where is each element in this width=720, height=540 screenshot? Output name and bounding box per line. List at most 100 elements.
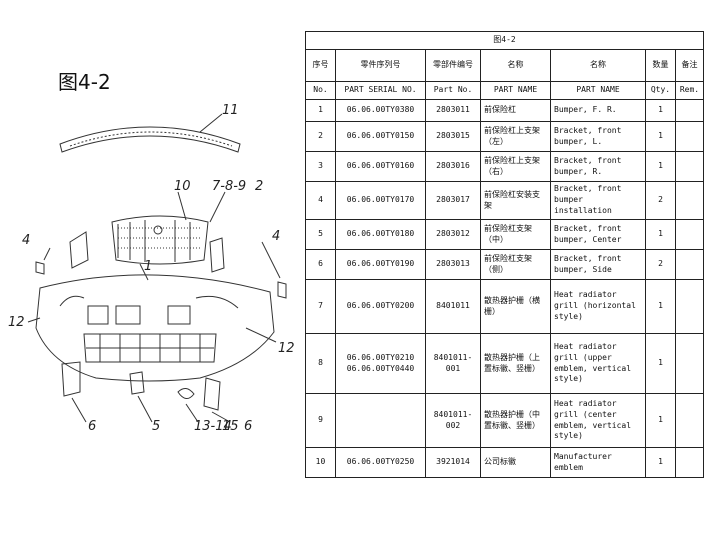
cell-qty: 1: [645, 151, 676, 182]
cell-partno: 2803011: [425, 99, 481, 122]
cell-partno: 8401011-002: [425, 393, 481, 448]
cell-serial: 06.06.00TY0210 06.06.00TY0440: [335, 333, 426, 394]
cell-partno: 2803012: [425, 219, 481, 250]
callout-7-8-9: 7-8-9: [212, 179, 246, 194]
cell-qty: 2: [645, 181, 676, 220]
cell-name-zh: 前保险杠安装支架: [480, 181, 551, 220]
callout-5: 5: [152, 419, 160, 434]
callout-4-right: 4: [272, 229, 280, 244]
table-caption: 图4-2: [305, 31, 704, 50]
callout-2: 2: [255, 179, 263, 194]
part-11-shape: [59, 126, 241, 153]
cell-name-en: Bracket, front bumper, Side: [550, 249, 646, 280]
part-10-grill-shape: [111, 215, 209, 265]
header-partno-zh: 零部件编号: [425, 49, 481, 82]
header-seq-zh: 序号: [305, 49, 336, 82]
cell-qty: 2: [645, 249, 676, 280]
header-row-en: No. PART SERIAL NO. Part No. PART NAME P…: [305, 81, 704, 100]
part-4-left-shape: [69, 231, 89, 269]
cell-name-en: Bracket, front bumper, L.: [550, 121, 646, 152]
cell-serial: 06.06.00TY0200: [335, 279, 426, 334]
cell-rem: [675, 447, 704, 478]
cell-rem: [675, 121, 704, 152]
callout-13-14: 13-14: [194, 419, 232, 434]
callout-6-right: 6: [244, 419, 252, 434]
cell-name-en: Heat radiator grill (horizontal style): [550, 279, 646, 334]
header-name-zh-en: PART NAME: [480, 81, 551, 100]
part-5-shape: [129, 371, 145, 395]
cell-no: 1: [305, 99, 336, 122]
callout-4-left: 4: [22, 233, 30, 248]
cell-name-en: Manufacturer emblem: [550, 447, 646, 478]
figure-label: 图4-2: [58, 70, 111, 94]
cell-rem: [675, 99, 704, 122]
header-name-en-en: PART NAME: [550, 81, 646, 100]
callout-15: 15: [222, 419, 239, 434]
cell-qty: 1: [645, 333, 676, 394]
cell-no: 8: [305, 333, 336, 394]
cell-partno: 2803016: [425, 151, 481, 182]
callout-10: 10: [174, 179, 191, 194]
header-serial-zh: 零件序列号: [335, 49, 426, 82]
header-qty-zh: 数量: [645, 49, 676, 82]
cell-rem: [675, 279, 704, 334]
header-partno-en: Part No.: [425, 81, 481, 100]
callout-1: 1: [144, 259, 152, 274]
cell-qty: 1: [645, 121, 676, 152]
cell-serial: 06.06.00TY0160: [335, 151, 426, 182]
header-seq-en: No.: [305, 81, 336, 100]
cell-name-zh: 前保险杠: [480, 99, 551, 122]
exploded-view-svg: 11 10 7-8-9 2 4 4 1 12 12 6 5 13-14 15 6: [8, 103, 295, 434]
header-serial-en: PART SERIAL NO.: [335, 81, 426, 100]
cell-partno: 8401011-001: [425, 333, 481, 394]
cell-name-en: Heat radiator grill (center emblem, vert…: [550, 393, 646, 448]
cell-no: 4: [305, 181, 336, 220]
cell-name-en: Bracket, front bumper, Center: [550, 219, 646, 250]
cell-no: 9: [305, 393, 336, 448]
parts-table: 图4-2 序号 零件序列号 零部件编号 名称 名称 数量 备注 No. PART…: [305, 31, 704, 478]
cell-name-zh: 前保险杠上支架（右）: [480, 151, 551, 182]
cell-no: 2: [305, 121, 336, 152]
header-name-zh: 名称: [480, 49, 551, 82]
callout-11: 11: [222, 103, 239, 118]
cell-name-en: Bumper, F. R.: [550, 99, 646, 122]
cell-name-en: Bracket, front bumper installation: [550, 181, 646, 220]
cell-serial: 06.06.00TY0180: [335, 219, 426, 250]
header-rem-zh: 备注: [675, 49, 704, 82]
callout-6-left: 6: [88, 419, 96, 434]
part-6-left-shape: [61, 361, 81, 397]
part-13-14-shape: [177, 388, 195, 399]
cell-serial: 06.06.00TY0380: [335, 99, 426, 122]
cell-rem: [675, 249, 704, 280]
cell-name-zh: 前保险杠上支架（左）: [480, 121, 551, 152]
cell-rem: [675, 151, 704, 182]
cell-no: 10: [305, 447, 336, 478]
cell-rem: [675, 333, 704, 394]
header-qty-en: Qty.: [645, 81, 676, 100]
callout-12-right: 12: [278, 341, 295, 356]
cell-name-en: Heat radiator grill (upper emblem, verti…: [550, 333, 646, 394]
cell-serial: 06.06.00TY0190: [335, 249, 426, 280]
part-4-right-shape: [209, 237, 225, 273]
part-1-bumper-shape: [35, 274, 275, 382]
cell-name-zh: 散热器护栅（横栅）: [480, 279, 551, 334]
cell-serial: 06.06.00TY0250: [335, 447, 426, 478]
table-caption-row: 图4-2: [305, 31, 704, 50]
cell-partno: 3921014: [425, 447, 481, 478]
cell-qty: 1: [645, 279, 676, 334]
cell-qty: 1: [645, 393, 676, 448]
bumper-exploded-drawing: 11 10 7-8-9 2 4 4 1 12 12 6 5 13-14 15 6: [0, 92, 300, 452]
cell-partno: 2803015: [425, 121, 481, 152]
cell-rem: [675, 393, 704, 448]
cell-name-zh: 散热器护栅（中置标徽、竖栅）: [480, 393, 551, 448]
header-name-en-zh: 名称: [550, 49, 646, 82]
cell-partno: 2803013: [425, 249, 481, 280]
